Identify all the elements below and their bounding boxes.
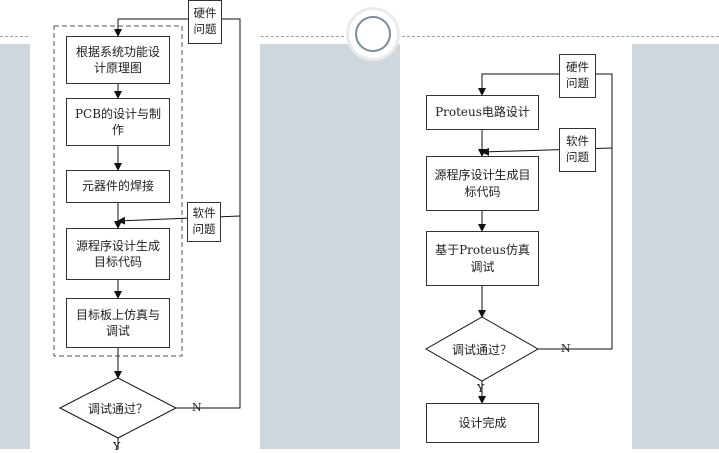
logo-circle-icon bbox=[349, 10, 397, 58]
bg-panel-middle bbox=[260, 44, 400, 449]
right-no-label: N bbox=[561, 342, 571, 355]
right-step-2: 源程序设计生成目标代码 bbox=[426, 156, 539, 211]
right-hardware-note: 硬件问题 bbox=[559, 54, 596, 98]
right-step-3: 基于Proteus仿真调试 bbox=[426, 231, 539, 286]
header-dashed-line-right bbox=[397, 36, 719, 37]
left-step-4: 源程序设计生成目标代码 bbox=[66, 228, 170, 280]
left-step-5: 目标板上仿真与调试 bbox=[66, 298, 170, 348]
left-no-label: N bbox=[192, 401, 202, 414]
right-end-box: 设计完成 bbox=[426, 403, 539, 443]
left-flowchart-connectors bbox=[53, 18, 241, 449]
left-software-note: 软件问题 bbox=[187, 202, 221, 242]
left-decision-text: 调试通过？ bbox=[87, 402, 148, 416]
right-flowchart: Proteus电路设计 源程序设计生成目标代码 基于Proteus仿真调试 设计… bbox=[400, 44, 632, 449]
bg-panel-right bbox=[632, 44, 719, 449]
right-step-1: Proteus电路设计 bbox=[426, 95, 539, 130]
right-software-note: 软件问题 bbox=[559, 128, 596, 172]
left-flowchart: 根据系统功能设计原理图 PCB的设计与制作 元器件的焊接 源程序设计生成目标代码… bbox=[30, 0, 260, 453]
bg-panel-left bbox=[0, 44, 30, 449]
left-yes-label: Y bbox=[113, 440, 121, 453]
left-step-2: PCB的设计与制作 bbox=[66, 98, 170, 146]
right-yes-label: Y bbox=[477, 382, 485, 395]
left-step-1: 根据系统功能设计原理图 bbox=[66, 36, 170, 84]
left-step-3: 元器件的焊接 bbox=[66, 170, 170, 203]
left-hardware-note: 硬件问题 bbox=[188, 0, 222, 44]
right-decision-text: 调试通过？ bbox=[451, 343, 512, 357]
